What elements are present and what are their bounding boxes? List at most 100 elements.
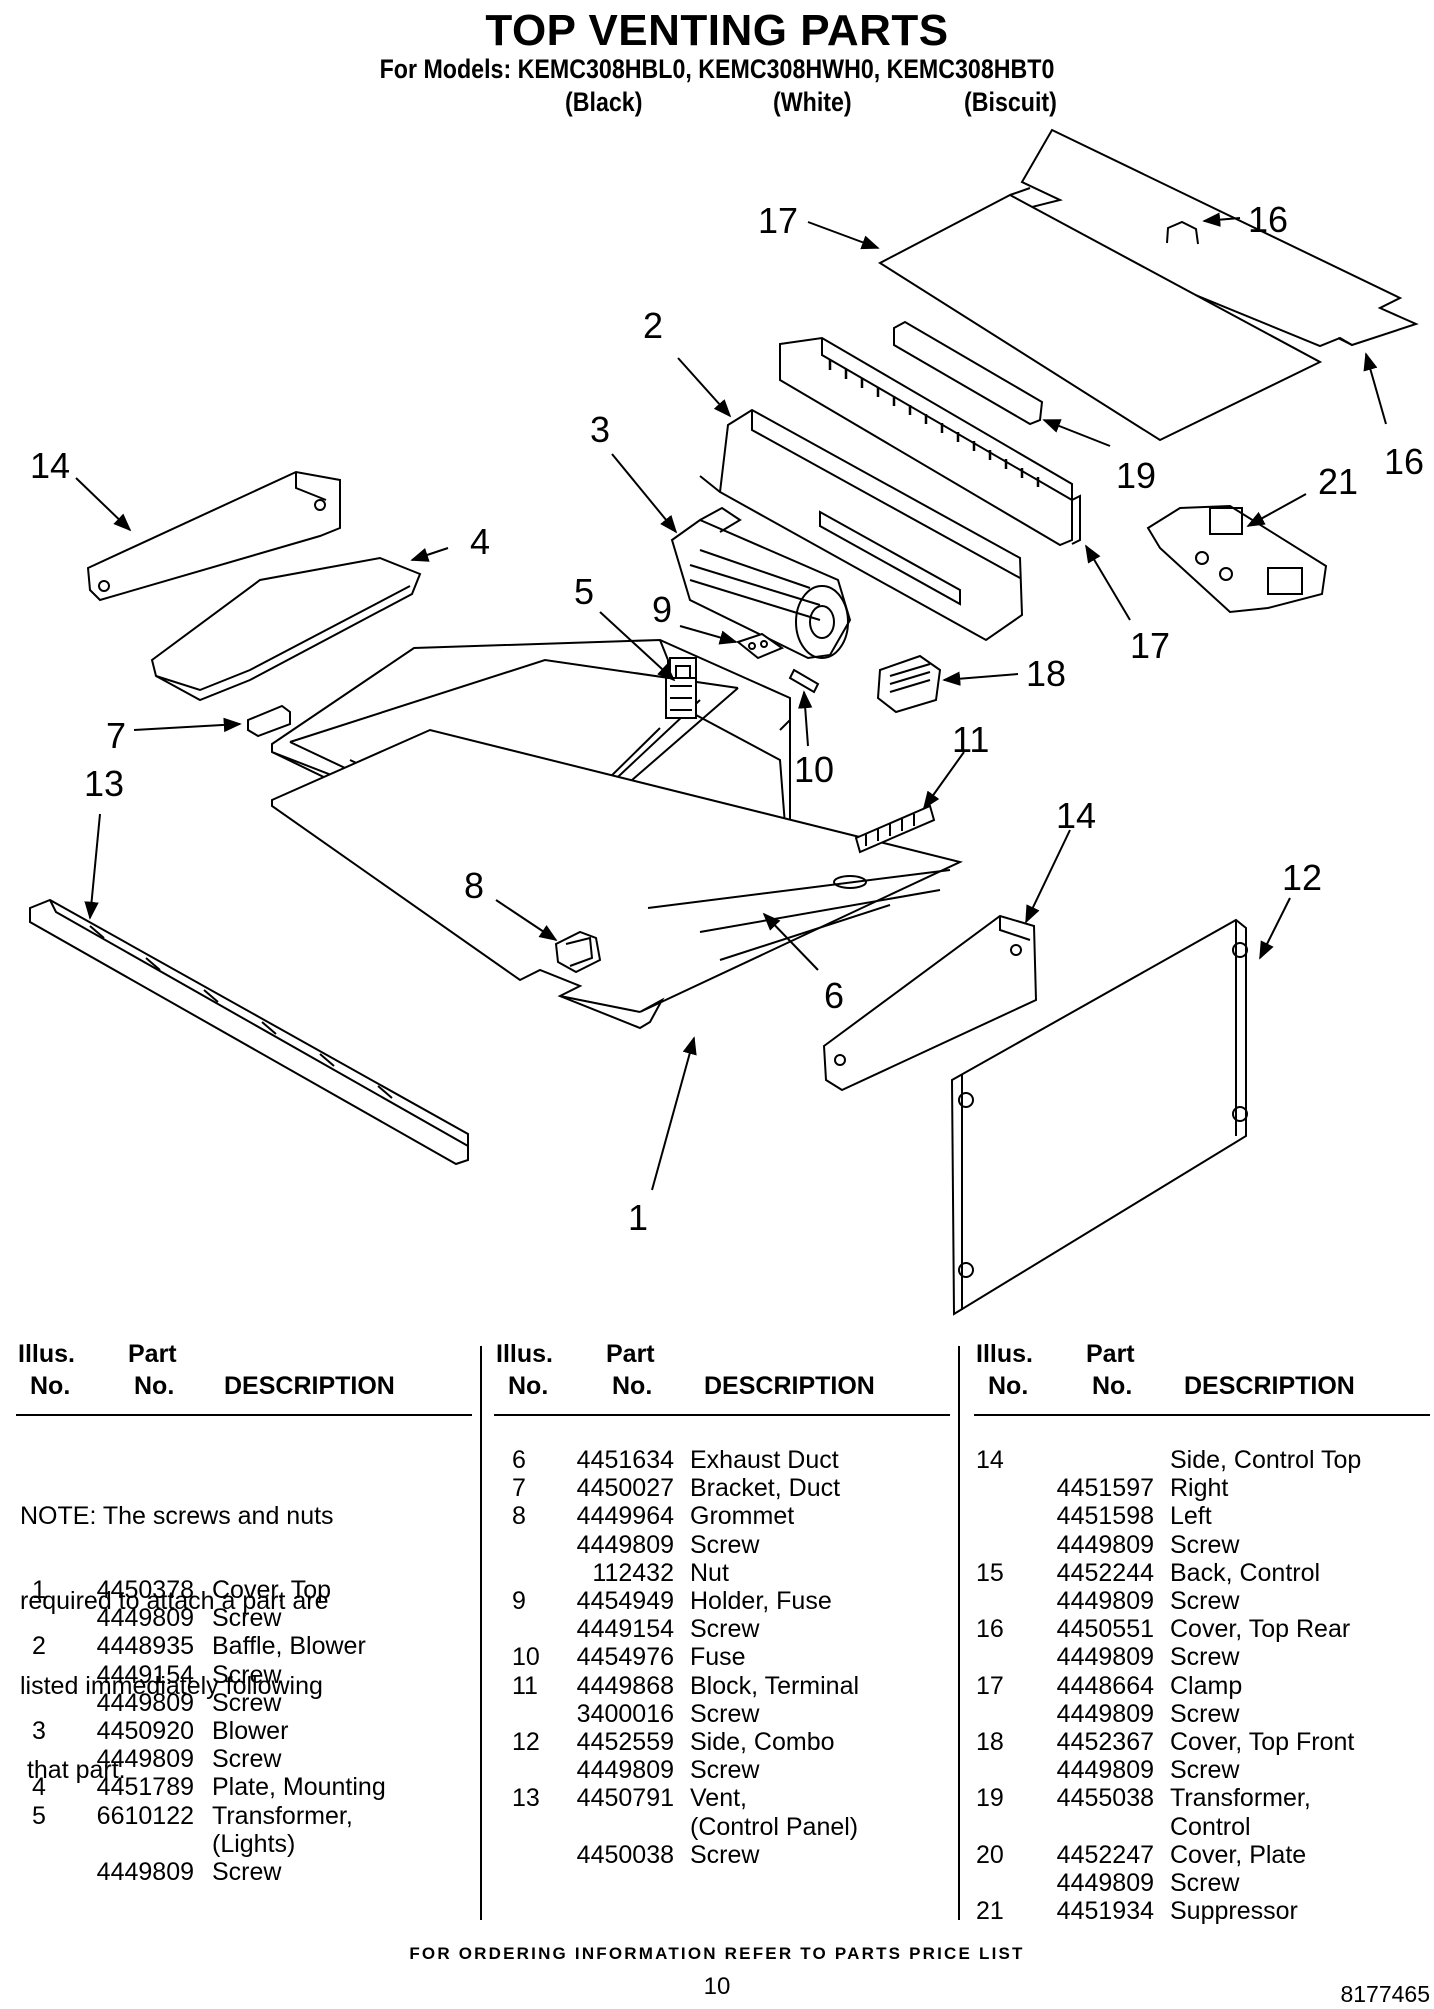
part-description: Screw	[690, 1530, 760, 1559]
part-description: Back, Control	[1170, 1558, 1321, 1587]
part-description: Left	[1170, 1502, 1212, 1531]
part-number: 4448935	[96, 1632, 194, 1661]
note-block: NOTE: The screws and nuts required to at…	[20, 1446, 334, 1841]
illus-number: 10	[512, 1643, 540, 1672]
callout-12: 12	[1282, 857, 1322, 898]
part-description: Screw	[690, 1756, 760, 1785]
header-illus: Illus.	[976, 1340, 1033, 1368]
callout-3: 3	[590, 409, 610, 450]
callout-16: 16	[1384, 441, 1424, 482]
part-20-cover-plate	[893, 320, 1044, 426]
part-number: 4449809	[576, 1530, 674, 1559]
part-number: 4449868	[576, 1671, 674, 1700]
illus-number: 4	[32, 1773, 46, 1802]
callout-7: 7	[106, 715, 126, 756]
header-part: Part	[128, 1340, 177, 1368]
header-illus-no: No.	[30, 1372, 71, 1400]
illus-number: 14	[976, 1446, 1004, 1474]
part-description: Cover, Top Rear	[1170, 1615, 1351, 1644]
illus-number: 11	[512, 1671, 538, 1700]
part-description: Screw	[690, 1615, 760, 1644]
part-number: 4449809	[1056, 1756, 1154, 1785]
part-number: 4449809	[1056, 1643, 1154, 1672]
part-number: 4449154	[96, 1660, 194, 1689]
part-number: 4449809	[96, 1604, 194, 1633]
illus-number: 1	[32, 1576, 46, 1604]
part-12-side-combo	[950, 918, 1248, 1316]
part-number: 4449809	[1056, 1869, 1154, 1897]
callout-13: 13	[84, 763, 124, 804]
part-description: Screw	[212, 1688, 282, 1717]
part-description: Holder, Fuse	[690, 1587, 832, 1615]
part-number: 4452559	[576, 1728, 674, 1756]
illus-number: 6	[512, 1446, 526, 1474]
part-number: 6610122	[96, 1801, 194, 1830]
header-rule	[16, 1414, 472, 1416]
part-16-top-rear-cover	[996, 128, 1419, 348]
part-number: 4451598	[1056, 1502, 1154, 1531]
part-18-top-front-cover	[877, 187, 1323, 442]
part-number: 4451634	[576, 1446, 674, 1474]
callout-20: 19	[1116, 455, 1156, 496]
part-number: 3400016	[576, 1699, 674, 1728]
part-description: Bracket, Duct	[690, 1474, 841, 1503]
callout-19: 18	[1026, 653, 1066, 694]
header-part: Part	[1086, 1340, 1135, 1368]
part-description: Suppressor	[1170, 1897, 1298, 1926]
part-description: Clamp	[1170, 1671, 1243, 1700]
part-description: Fuse	[690, 1643, 746, 1672]
illus-number: 19	[976, 1784, 1004, 1813]
illus-number: 3	[32, 1717, 46, 1745]
part-number: 4449809	[1056, 1699, 1154, 1728]
part-number: 4451934	[1056, 1897, 1154, 1926]
illus-number: 16	[976, 1615, 1004, 1644]
illus-number: 8	[512, 1502, 526, 1531]
part-description: Screw	[1170, 1530, 1240, 1559]
part-description: Exhaust Duct	[690, 1446, 839, 1474]
callout-11: 11	[952, 719, 989, 760]
callout-21: 21	[1318, 461, 1358, 502]
part-2-blower-baffle	[699, 408, 1024, 642]
part-number: 4452247	[1056, 1840, 1154, 1869]
callout-4: 4	[470, 521, 490, 562]
part-description: Right	[1170, 1474, 1229, 1503]
callout-6: 6	[824, 975, 844, 1016]
part-number: 4451789	[96, 1773, 194, 1802]
part-number: 4450378	[96, 1576, 194, 1604]
part-9-fuse-holder	[735, 632, 785, 660]
callout-9: 9	[652, 589, 672, 630]
document-number: 8177465	[1340, 1981, 1430, 2007]
model-list: For Models: KEMC308HBL0, KEMC308HWH0, KE…	[379, 54, 1055, 84]
part-description: Screw	[690, 1699, 760, 1728]
part-10-fuse	[788, 668, 820, 694]
part-description: Screw	[1170, 1587, 1240, 1615]
part-description: Vent,	[690, 1784, 747, 1813]
illus-number: 21	[976, 1897, 1004, 1926]
part-description: Screw	[1170, 1756, 1240, 1785]
part-description: (Control Panel)	[690, 1812, 859, 1841]
header-rule	[494, 1414, 950, 1416]
part-number: 4449809	[1056, 1587, 1154, 1615]
header-illus-no: No.	[988, 1372, 1029, 1400]
callout-1: 1	[628, 1197, 648, 1238]
part-number: 4449964	[576, 1502, 674, 1531]
part-description: Cover, Top	[212, 1576, 332, 1604]
part-3-blower	[670, 506, 852, 660]
illus-number: 17	[976, 1671, 1004, 1700]
part-21-suppressor	[1146, 504, 1328, 614]
part-14-side-control-top-left	[86, 470, 341, 602]
illus-number: 18	[976, 1728, 1004, 1756]
part-8-grommet	[554, 930, 602, 974]
part-number: 4449809	[96, 1858, 194, 1886]
part-number: 4449809	[1056, 1530, 1154, 1559]
callout-10: 10	[794, 749, 834, 790]
illus-number: 5	[32, 1801, 46, 1830]
part-number: 4450551	[1056, 1615, 1154, 1644]
part-description: Plate, Mounting	[212, 1773, 386, 1802]
part-description: Screw	[212, 1858, 282, 1886]
part-13-control-panel-vent	[29, 898, 469, 1166]
page-title: TOP VENTING PARTS	[485, 6, 949, 55]
part-number: 4449154	[576, 1615, 674, 1644]
header-description: DESCRIPTION	[704, 1372, 875, 1400]
illus-number: 13	[512, 1784, 540, 1813]
